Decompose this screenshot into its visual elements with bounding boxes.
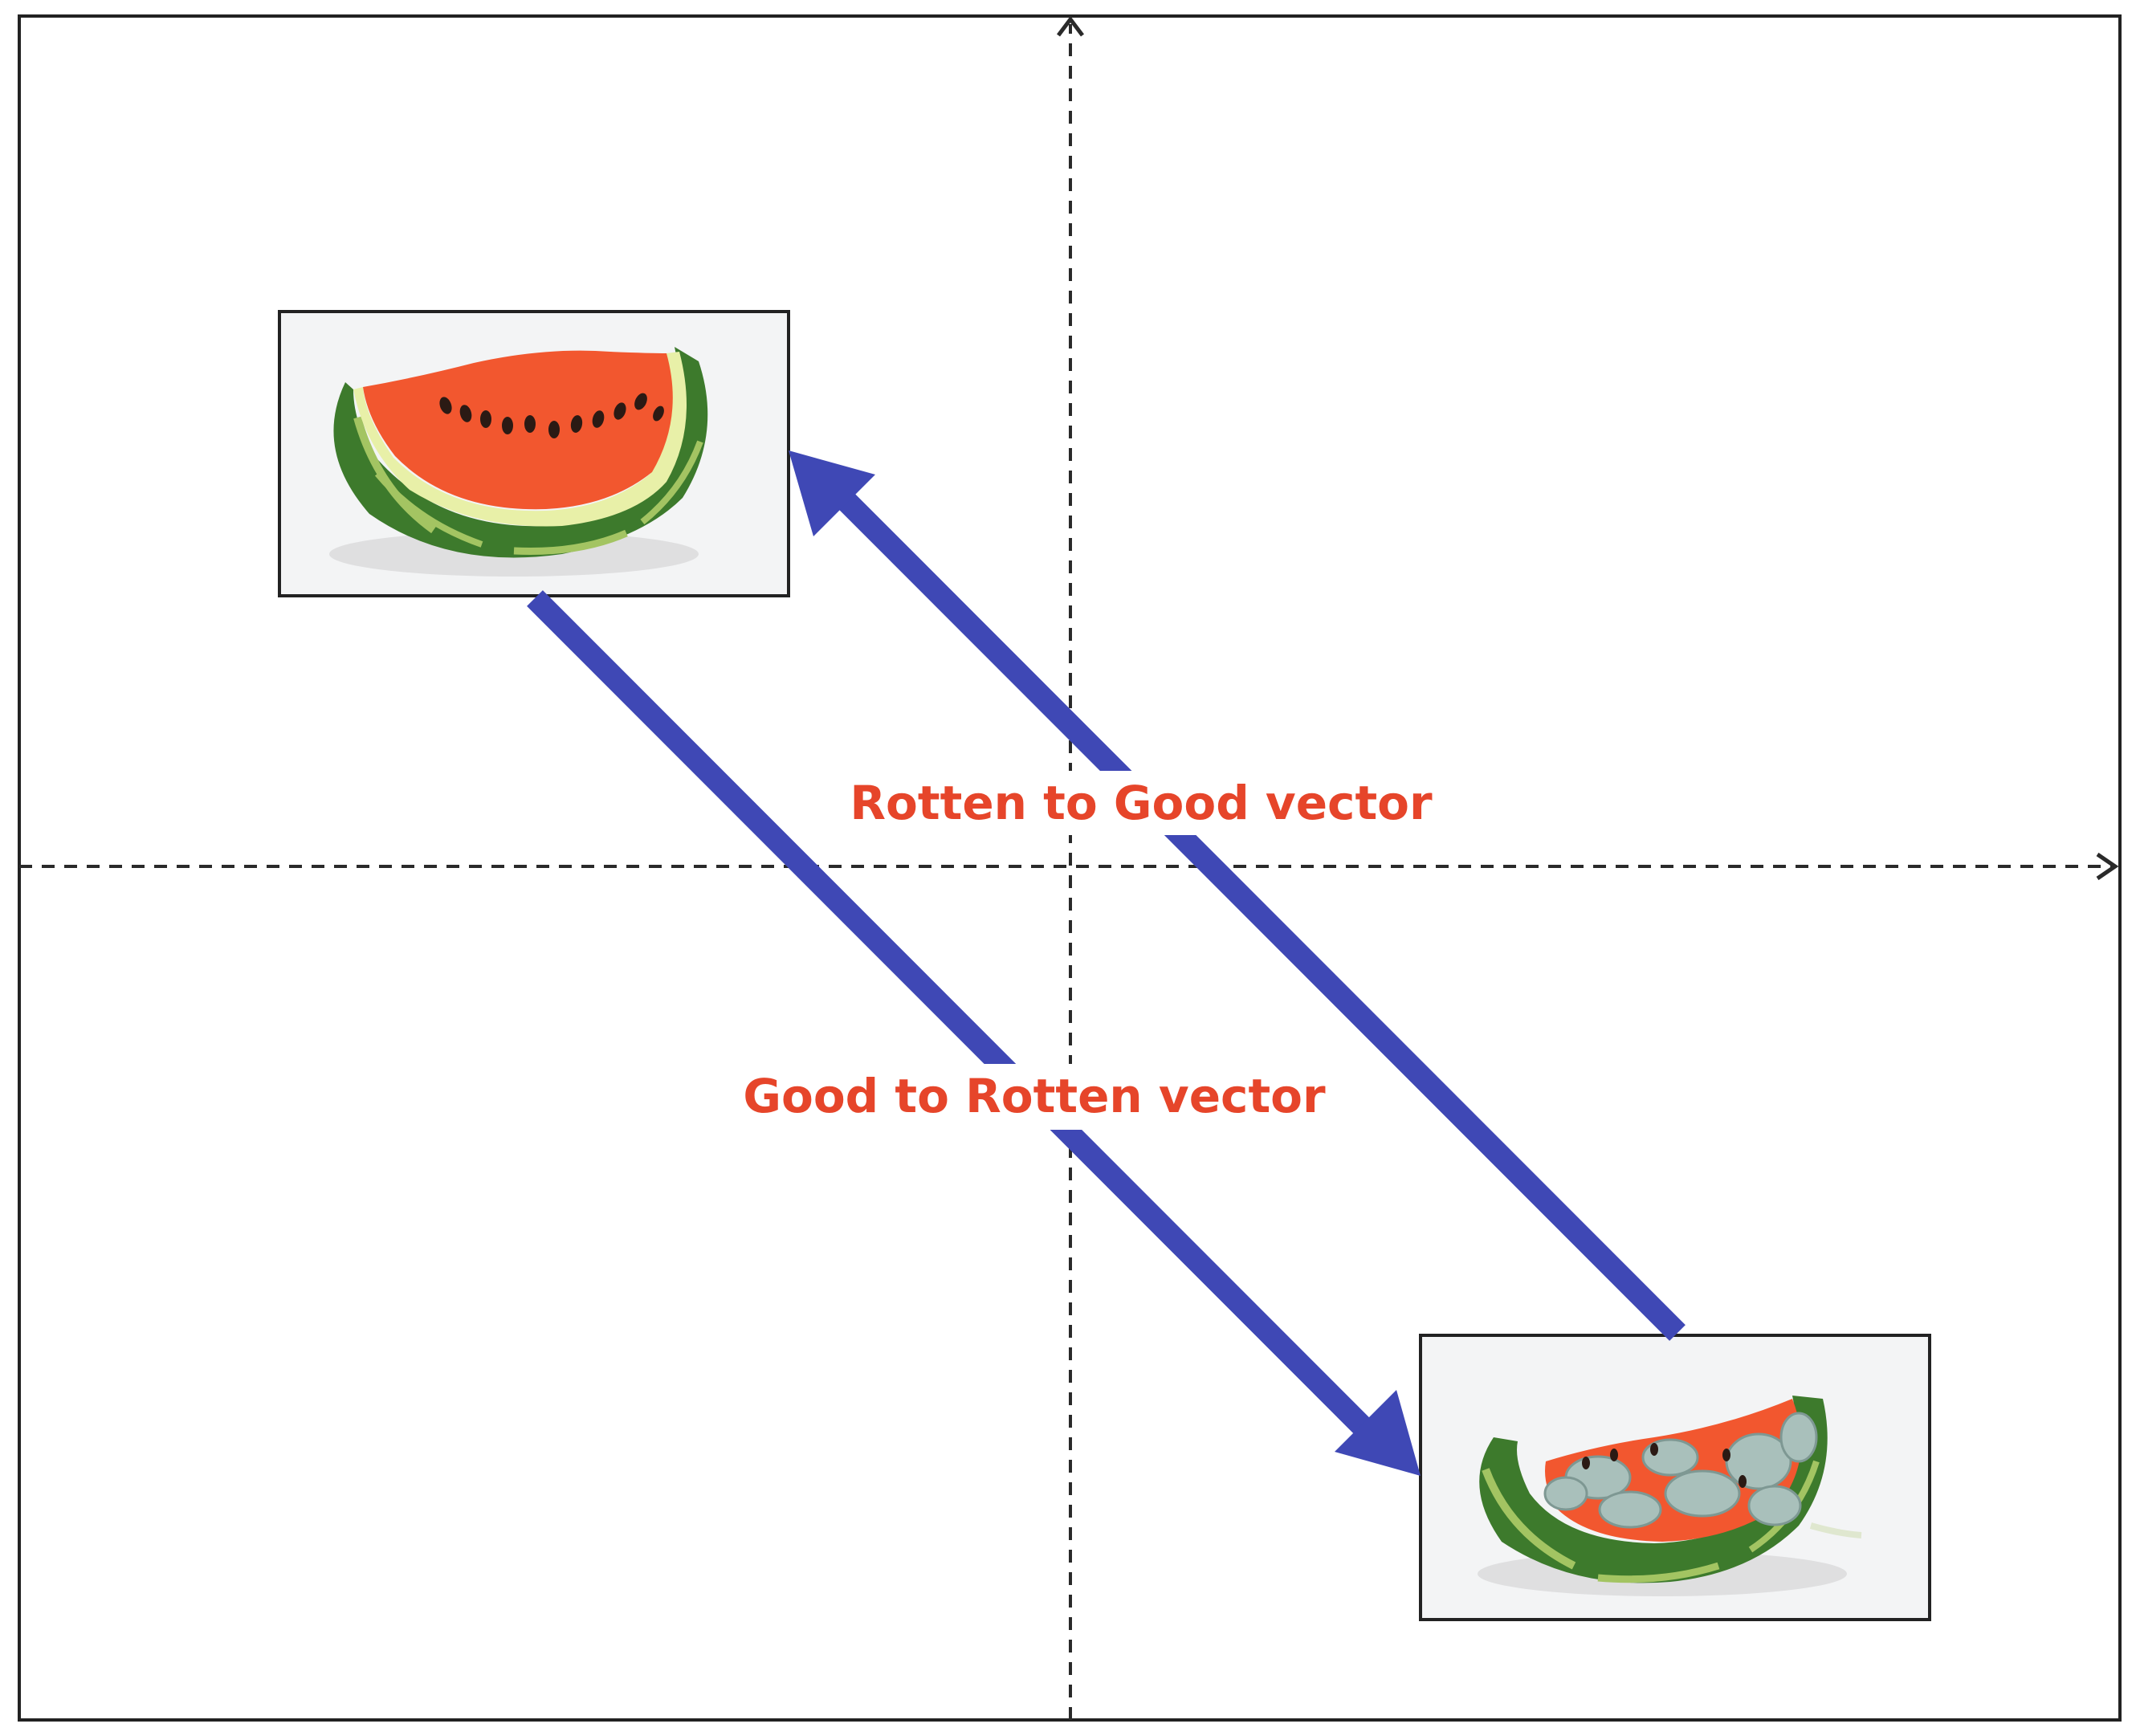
vertical-axis-arrowhead <box>1057 15 1084 37</box>
rotten-to-good-label: Rotten to Good vector <box>850 776 1433 830</box>
rotten-watermelon-image <box>1419 1334 1931 1621</box>
good-to-rotten-arrow <box>527 590 1421 1476</box>
horizontal-axis-arrowhead <box>2096 852 2119 881</box>
good-watermelon-image <box>278 310 790 597</box>
rotten-to-good-arrow <box>789 450 1686 1341</box>
good-to-rotten-label: Good to Rotten vector <box>743 1069 1326 1123</box>
